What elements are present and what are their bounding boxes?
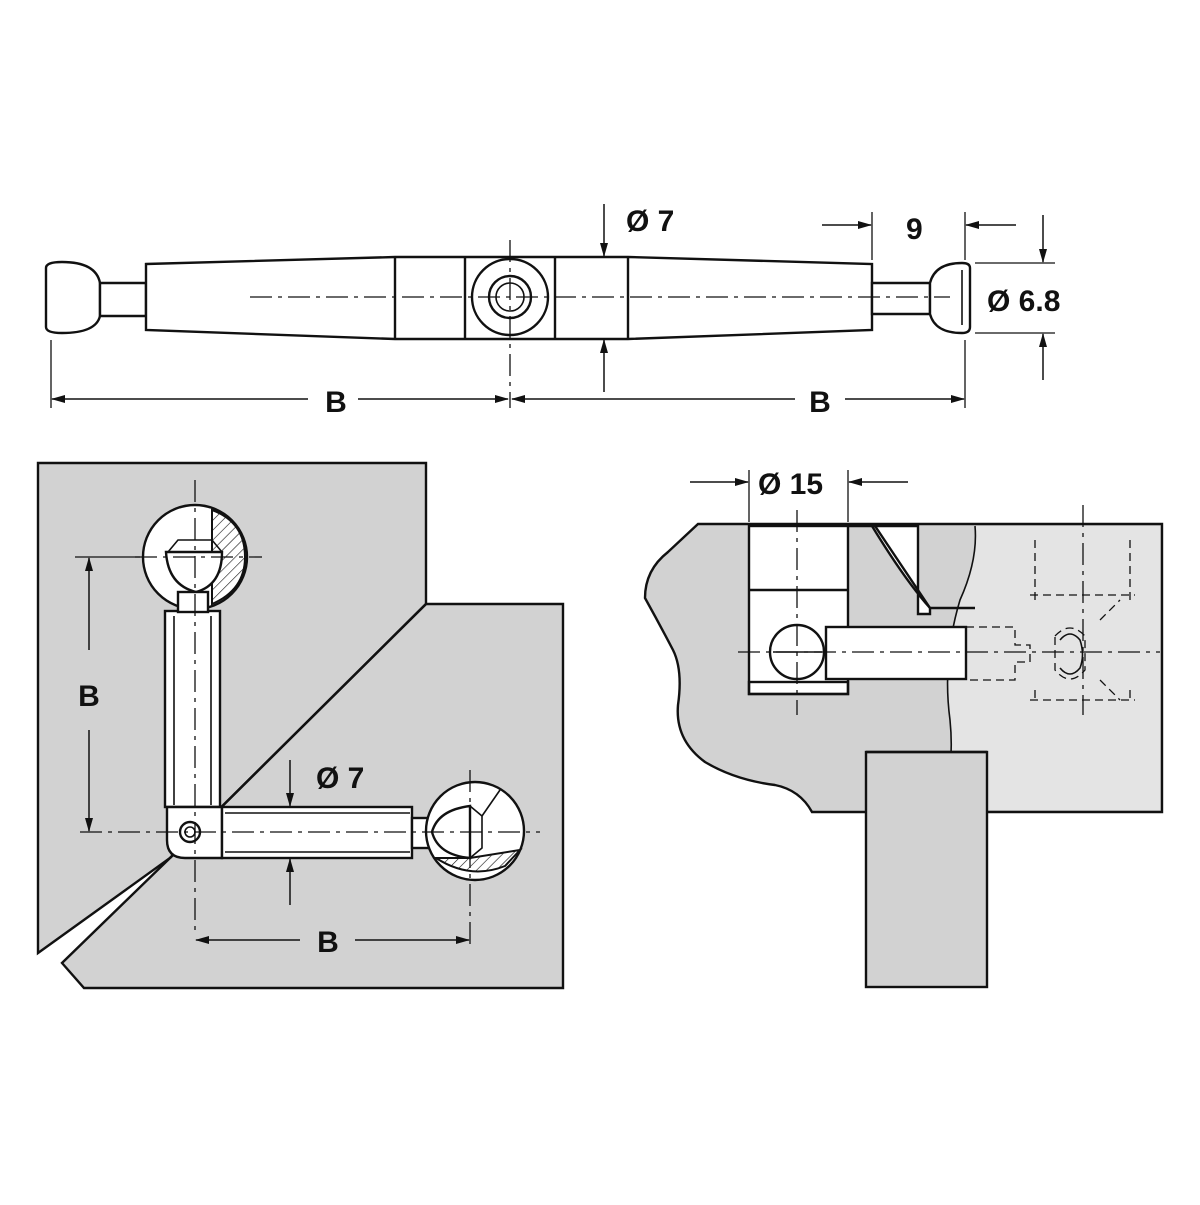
label-top-dia-6-8: Ø 6.8	[987, 285, 1060, 318]
label-corner-b-horizontal: B	[317, 926, 339, 959]
label-corner-dia-7: Ø 7	[316, 762, 364, 795]
label-corner-b-vertical: B	[78, 680, 100, 713]
label-top-b-left: B	[325, 386, 347, 419]
right-neck	[870, 281, 932, 316]
leg-panel	[864, 750, 989, 989]
corner-joint-view: B Ø 7 B	[36, 461, 565, 990]
label-top-dia-7: Ø 7	[626, 205, 674, 238]
top-view-connector: B B Ø 7 9 Ø 6.8	[44, 204, 1060, 419]
section-view: Ø 15	[643, 468, 1164, 989]
left-ball-head	[44, 260, 102, 335]
label-top-b-right: B	[809, 386, 831, 419]
right-ball-head	[928, 261, 972, 335]
section-bolt	[824, 625, 968, 681]
label-top-9: 9	[906, 213, 923, 246]
left-neck	[98, 281, 148, 318]
label-section-dia-15: Ø 15	[758, 468, 823, 501]
